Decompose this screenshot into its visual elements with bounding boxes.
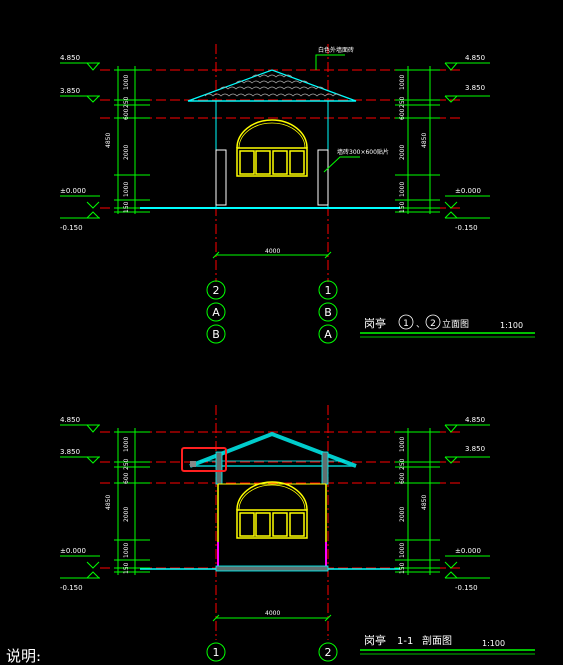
- wall-body: [215, 100, 329, 209]
- sec-dim-left-4: 2000: [123, 507, 130, 522]
- section-level-zero: ±0.000: [60, 547, 86, 555]
- axis-bubble-right-2: B: [324, 306, 332, 319]
- section-level-top-right: 4.850: [465, 416, 485, 424]
- sec-dim-right-total: 4850: [421, 495, 428, 510]
- axis-bubble-right-3: A: [324, 328, 332, 341]
- sec-dim-right-2: 250: [399, 458, 406, 470]
- level-base-label: -0.150: [60, 224, 83, 232]
- sec-dim-right-4: 2000: [399, 507, 406, 522]
- section-window: [236, 481, 308, 539]
- leader-tile-note: [323, 156, 360, 173]
- section-title-cut: 1-1: [397, 636, 413, 647]
- level-top-label-right: 4.850: [465, 54, 485, 62]
- section-level-base: -0.150: [60, 584, 83, 592]
- highlight-box: [181, 447, 227, 472]
- section-view: [60, 405, 535, 662]
- right-dim-chain-section: [395, 424, 490, 579]
- dim-right-1: 1000: [399, 75, 406, 90]
- axis-bubble-right-1: 1: [325, 284, 332, 297]
- section-level-eave: 3.850: [60, 448, 80, 456]
- dim-left-6: 150: [123, 201, 130, 213]
- sec-dim-left-3: 600: [123, 472, 130, 484]
- tile-material-note: 墙砖300×600贴片: [337, 148, 389, 156]
- axis-bubbles-section: [206, 642, 338, 662]
- right-pilaster: [317, 149, 329, 206]
- roof-outline: [187, 69, 357, 102]
- dim-right-5: 1000: [399, 182, 406, 197]
- axis-bubble-left-1: 2: [213, 284, 220, 297]
- level-eave-label-right: 3.850: [465, 84, 485, 92]
- dim-right-3: 600: [399, 108, 406, 120]
- sec-width-dim: 4000: [265, 610, 280, 617]
- title-axis-bubble-2: [425, 314, 441, 330]
- left-beam: [215, 451, 223, 485]
- axis-bubbles-elevation: [206, 280, 338, 344]
- elevation-window: [236, 119, 308, 177]
- dim-left-5: 1000: [123, 182, 130, 197]
- left-pilaster: [215, 149, 227, 206]
- section-title-name: 岗亭: [364, 633, 386, 647]
- right-beam: [321, 451, 329, 485]
- leader-wall-note: [315, 54, 345, 70]
- section-level-zero-right: ±0.000: [455, 547, 481, 555]
- sec-dim-right-6: 150: [399, 562, 406, 574]
- dim-right-2: 250: [399, 96, 406, 108]
- elevation-title-name: 岗亭: [364, 316, 386, 330]
- width-dimension: [212, 251, 332, 259]
- level-eave-label: 3.850: [60, 87, 80, 95]
- sec-axis-bubble-2: 2: [325, 646, 332, 659]
- axis-bubble-left-3: B: [212, 328, 220, 341]
- title-axis-bubble-1: [398, 314, 414, 330]
- section-level-eave-right: 3.850: [465, 445, 485, 453]
- level-zero-label: ±0.000: [60, 187, 86, 195]
- sec-axis-bubble-1: 1: [213, 646, 220, 659]
- dim-left-2: 250: [123, 96, 130, 108]
- section-scale: 1:100: [482, 639, 505, 648]
- sec-dim-right-5: 1000: [399, 543, 406, 558]
- level-zero-label-right: ±0.000: [455, 187, 481, 195]
- dim-right-6: 150: [399, 201, 406, 213]
- sec-dim-left-5: 1000: [123, 543, 130, 558]
- sec-dim-right-1: 1000: [399, 437, 406, 452]
- elevation-title-suffix: 立面图: [442, 318, 469, 330]
- elevation-title-axis-1: 1: [403, 319, 409, 329]
- elevation-title-axis-2: 2: [430, 319, 436, 329]
- level-base-label-right: -0.150: [455, 224, 478, 232]
- axis-bubble-left-2: A: [212, 306, 220, 319]
- dim-left-4: 2000: [123, 145, 130, 160]
- width-dim-label: 4000: [265, 248, 280, 255]
- dim-left-3: 600: [123, 108, 130, 120]
- eave-detail: [190, 461, 196, 467]
- sec-dim-total: 4850: [105, 495, 112, 510]
- right-dim-chain: [395, 62, 490, 219]
- notes-label: 说明:: [6, 647, 41, 665]
- left-dim-chain: [60, 62, 150, 219]
- sec-dim-left-1: 1000: [123, 437, 130, 452]
- sec-dim-left-2: 250: [123, 458, 130, 470]
- elevation-labels: 4.850 3.850 ±0.000 -0.150 4.850 3.850 ±0…: [60, 46, 523, 341]
- dim-right-4: 2000: [399, 145, 406, 160]
- section-labels: 4.850 3.850 ±0.000 -0.150 4.850 3.850 ±0…: [6, 416, 505, 665]
- section-title-suffix: 剖面图: [422, 634, 452, 647]
- elevation-scale: 1:100: [500, 321, 523, 330]
- wall-material-note: 白色外墙面砖: [318, 46, 354, 54]
- dim-right-total: 4850: [421, 133, 428, 148]
- elevation-title-sep: 、: [416, 320, 425, 330]
- dim-left-total: 4850: [105, 133, 112, 148]
- sec-dim-left-6: 150: [123, 562, 130, 574]
- floor-slab: [215, 565, 329, 572]
- width-dimension-section: [212, 614, 332, 622]
- section-level-base-right: -0.150: [455, 584, 478, 592]
- roof-tiles: [204, 74, 342, 97]
- elevation-view: [60, 44, 535, 344]
- level-top-label: 4.850: [60, 54, 80, 62]
- dim-left-1: 1000: [123, 75, 130, 90]
- section-level-top: 4.850: [60, 416, 80, 424]
- left-dim-chain-section: [60, 424, 150, 579]
- sec-dim-right-3: 600: [399, 472, 406, 484]
